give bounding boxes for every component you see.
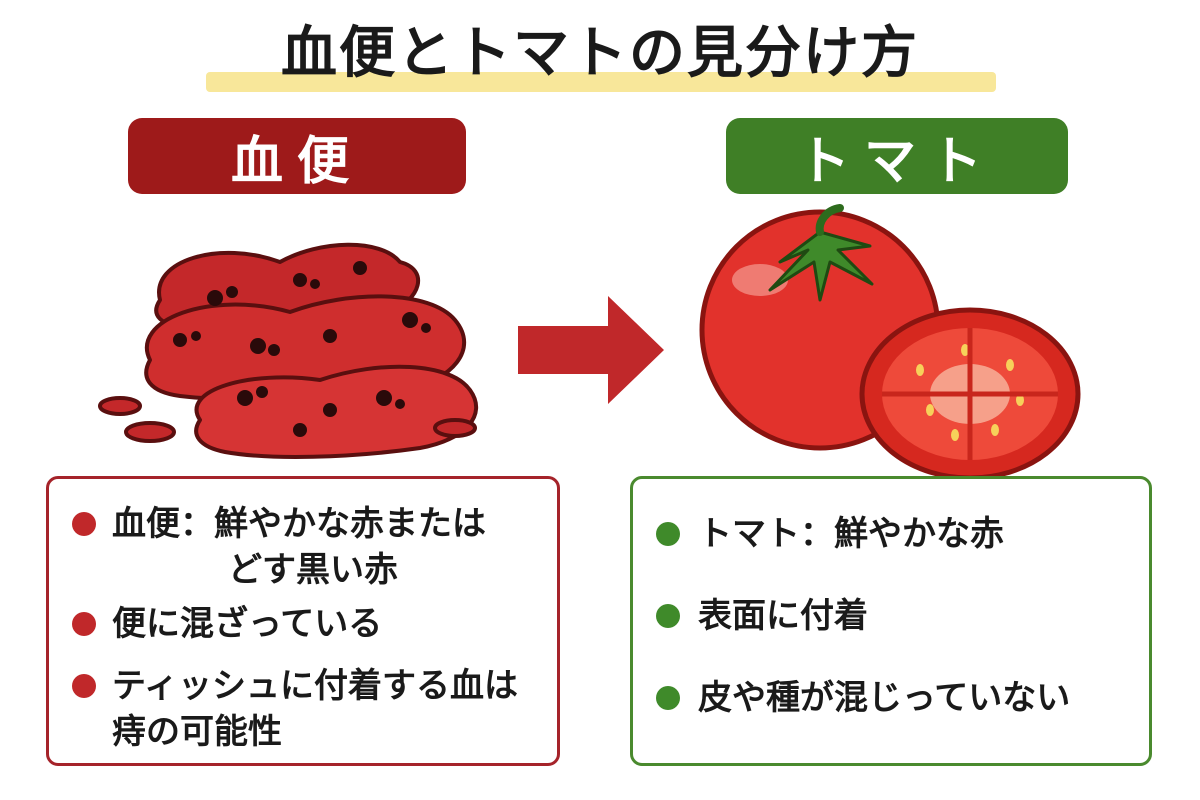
stool-dark-spots [173, 261, 431, 437]
tomato-label: トマト [797, 131, 996, 192]
bullet-dot [656, 604, 680, 628]
tomato-illustration [699, 204, 1081, 481]
page-title: 血便とトマトの見分け方 [281, 21, 919, 86]
blood-item-2: 便に混ざっている [112, 604, 383, 644]
tomato-item-1: トマト：鮮やかな赤 [698, 514, 1004, 554]
bullet-dot [72, 674, 96, 698]
blood-item-3-line1: ティッシュに付着する血は [112, 666, 518, 706]
blood-label-pill: 血便 [128, 118, 466, 194]
title-wrap: 血便とトマトの見分け方 [0, 18, 1200, 90]
blood-item-3-line2: 痔の可能性 [112, 712, 282, 752]
blood-item-1-line2: どす黒い赤 [228, 550, 398, 590]
bullet-dot [72, 612, 96, 636]
bullet-dot [656, 686, 680, 710]
bullet-dot [656, 522, 680, 546]
title-highlight [206, 72, 996, 92]
tomato-item-3: 皮や種が混じっていない [698, 678, 1071, 718]
blood-info-box [46, 476, 560, 766]
tomato-label-pill: トマト [726, 118, 1068, 194]
stool-illustration [98, 242, 478, 459]
arrow-right-icon [518, 296, 664, 404]
blood-item-1-line1: 血便：鮮やかな赤または [112, 504, 486, 544]
tomato-item-2: 表面に付着 [698, 596, 868, 636]
bullet-dot [72, 512, 96, 536]
blood-label: 血便 [230, 131, 363, 192]
tomato-info-box [630, 476, 1152, 766]
